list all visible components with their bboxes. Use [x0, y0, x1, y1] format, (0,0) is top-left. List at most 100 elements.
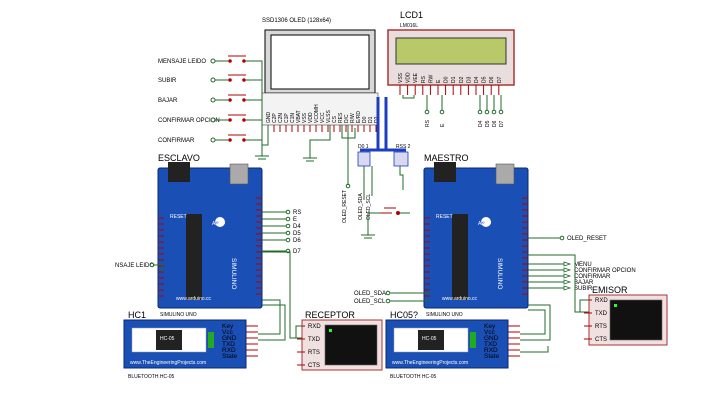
- esclavo-out-label: RS: [293, 210, 301, 216]
- lcd-pin-label: D0: [444, 76, 450, 83]
- maestro-in-arrow: [563, 261, 572, 267]
- maestro-in-label: CONFIRMAR: [574, 274, 611, 280]
- hc-pin-label: GND: [484, 335, 499, 342]
- esclavo-chip: [186, 214, 202, 300]
- lcd-pin-label: D1: [451, 76, 457, 83]
- terminal-pin-label: TXD: [595, 311, 608, 317]
- esclavo-out-label: D6: [293, 238, 301, 244]
- oled-pin-label: VBAT: [296, 110, 302, 123]
- lcd-pin-label: E: [436, 79, 442, 83]
- data-bus: D0 1 RSS 2 OLED_SDA OLED_SCL OLED_RESET: [342, 97, 411, 223]
- terminal-pin-label: TXD: [308, 337, 321, 343]
- lcd-bottom-label: RS: [425, 119, 431, 127]
- maestro-reset: RESET: [436, 214, 453, 220]
- receptor-title: RECEPTOR: [305, 310, 355, 320]
- oled-pin-label: VCOMH: [314, 104, 320, 123]
- esclavo-oled-scl-bus: OLED_SCL: [366, 194, 372, 220]
- hc2-module[interactable]: HC05? HC-05 www.TheEngineeringProjects.c…: [385, 310, 520, 380]
- serial-wires: [258, 251, 589, 353]
- hc-pin-label: State: [484, 353, 500, 360]
- esclavo-out-label: D5: [293, 231, 301, 237]
- button-terminal: [210, 77, 216, 83]
- lcd-screen: [395, 37, 507, 65]
- lcd-pin-label: RS: [421, 75, 427, 83]
- hc2-ref: HC05?: [390, 310, 418, 320]
- maestro-board[interactable]: MAESTRO SIMULINO AREF ∞ RESET www.arduin…: [423, 153, 529, 318]
- oled-pin-label: D1: [368, 116, 374, 123]
- hc1-site: www.TheEngineeringProjects.com: [130, 360, 206, 366]
- lcd-pin-label: D5: [482, 76, 488, 83]
- terminal-pin-label: RXD: [308, 324, 321, 330]
- esclavo-header-left: [158, 217, 164, 297]
- oled-pin-label: C2N: [278, 113, 284, 123]
- oled-title: SSD1306 OLED (128x64): [262, 18, 331, 24]
- lcd-terminal: [498, 109, 504, 115]
- oled-pin-label: VSS: [302, 112, 308, 123]
- hc2-site: www.TheEngineeringProjects.com: [392, 360, 468, 366]
- maestro-title: MAESTRO: [424, 153, 469, 163]
- maestro-usb-port: [495, 163, 515, 185]
- button-terminal: [210, 97, 216, 103]
- receptor-screen: [324, 324, 378, 366]
- lcd-bottom-label: D6: [492, 120, 498, 127]
- lcd-bottom-label: D4: [478, 120, 484, 127]
- maestro-in-arrow: [563, 279, 572, 285]
- oled-pin-label: RES: [338, 112, 344, 123]
- terminal-pin-label: RTS: [308, 350, 320, 356]
- svg-text:D0 1: D0 1: [358, 144, 369, 150]
- maestro-oled-scl: OLED_SCL: [354, 299, 386, 305]
- maestro-in-label: BAJAR: [574, 280, 594, 286]
- button-label: MENSAJE LEIDO: [158, 59, 206, 65]
- oled-pin-label: VLSS: [326, 110, 332, 123]
- lcd-terminal: [484, 109, 490, 115]
- oled-wires: [261, 125, 356, 185]
- svg-text:∞: ∞: [215, 220, 219, 226]
- esclavo-out-terminal: [285, 223, 291, 229]
- lcd-ref: LCD1: [400, 10, 423, 20]
- maestro-in-label: CONFIRMAR OPCION: [574, 268, 636, 274]
- esclavo-subtitle: SIMULINO UNO: [160, 312, 197, 318]
- lcd-bottom-label: D7: [499, 120, 505, 127]
- button-label: BAJAR: [158, 98, 178, 104]
- esclavo-reset: RESET: [170, 214, 187, 220]
- oled-pin-label: D/C: [344, 114, 350, 123]
- oled-pin-label: CS: [332, 115, 338, 123]
- lcd-pin-label: VSS: [398, 72, 404, 83]
- lcd-terminal: [477, 109, 483, 115]
- esclavo-oled-reset: OLED_RESET: [342, 190, 348, 223]
- lcd-terminal: [491, 109, 497, 115]
- esclavo-board[interactable]: ESCLAVO SIMULINO AREF ∞ RESET www.arduin…: [157, 153, 263, 318]
- esclavo-header-right: [256, 197, 262, 295]
- oled-pin-label: C2P: [272, 113, 278, 123]
- hc1-module[interactable]: HC1 HC-05 www.TheEngineeringProjects.com…: [123, 310, 258, 380]
- hc-pin-label: RXD: [222, 347, 236, 354]
- maestro-dc-jack: [434, 162, 456, 182]
- maestro-in-arrow: [563, 267, 572, 273]
- maestro-subtitle: SIMULINO UNO: [426, 312, 463, 318]
- maestro-header-right: [522, 197, 528, 295]
- maestro-in-label: SUBIR: [574, 286, 593, 292]
- maestro-brand: SIMULINO: [496, 258, 503, 289]
- lcd-bottom-label: D5: [485, 120, 491, 127]
- maestro-oled-sda: OLED_SDA: [354, 291, 386, 297]
- lcd-terminal: [439, 109, 445, 115]
- maestro-in-label: MENU: [574, 262, 592, 268]
- esclavo-out-label: E: [293, 217, 297, 223]
- button-label: CONFIRMAR OPCION: [158, 118, 220, 124]
- esclavo-input-label: NSAJE LEIDO: [115, 263, 154, 269]
- reset-button[interactable]: [361, 207, 410, 239]
- esclavo-out-terminal: [285, 248, 291, 254]
- hc-pin-label: Vcc: [222, 329, 234, 336]
- hc-pin-label: TXD: [222, 341, 235, 348]
- button-terminal: [210, 137, 216, 143]
- esclavo-out-terminal: [285, 230, 291, 236]
- esclavo-out-terminal: [285, 209, 291, 215]
